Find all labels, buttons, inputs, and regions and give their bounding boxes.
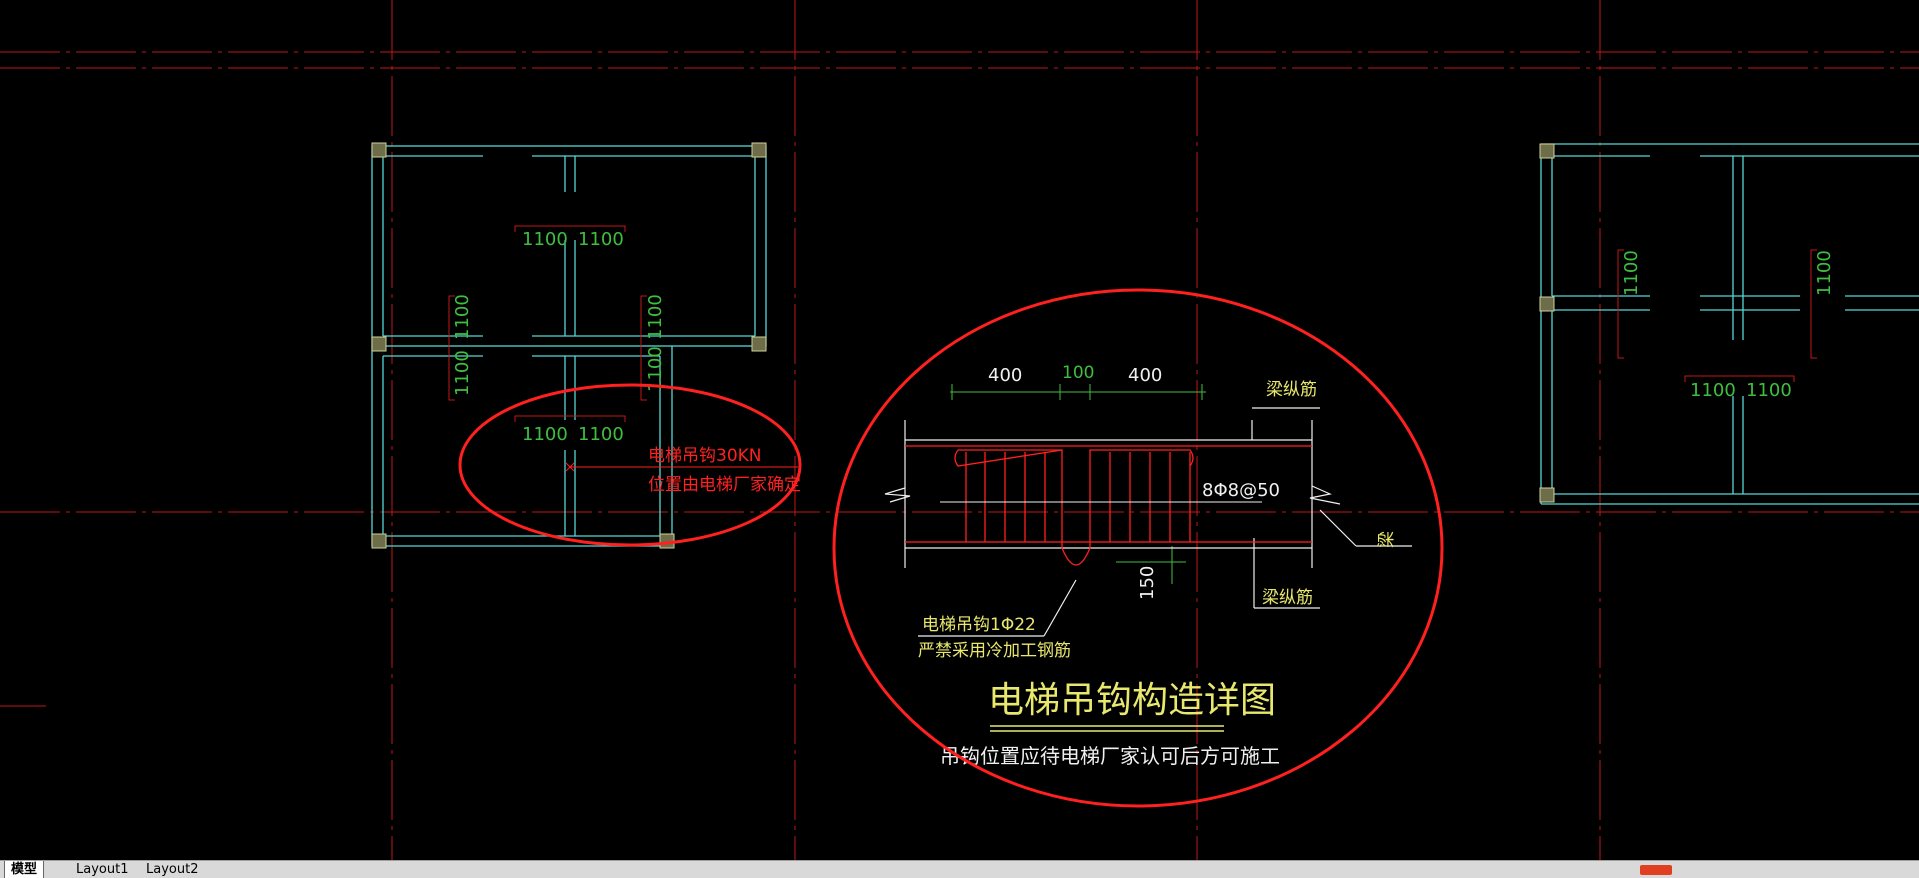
left-top-dim-1: 1100 — [522, 229, 568, 250]
left-side-dim-2: 1100 — [452, 350, 473, 396]
title-underline — [990, 725, 1224, 732]
red-widget-icon — [1640, 865, 1672, 875]
detail-subtitle: 吊钩位置应待电梯厂家认可后方可施工 — [940, 744, 1280, 768]
rebar — [905, 445, 1312, 566]
detail-dimension-line — [950, 384, 1206, 584]
left-top-dim-2: 1100 — [578, 229, 624, 250]
beam-section-outline — [884, 407, 1412, 637]
right-dim-v1: 1100 — [1621, 250, 1642, 296]
right-elevator-plan — [1540, 143, 1919, 505]
axis-grid-lines — [0, 0, 1919, 860]
left-elevator-plan — [371, 145, 767, 547]
hook-leader — [565, 462, 798, 472]
label-hook: 电梯吊钩1Φ22 — [922, 615, 1036, 635]
right-dim-v2: 1100 — [1814, 250, 1835, 296]
detail-title: 电梯吊钩构造详图 — [988, 680, 1276, 721]
tab-model[interactable]: 模型 — [4, 861, 45, 878]
right-dim-h1: 1100 — [1690, 380, 1736, 401]
hook-load-note: 电梯吊钩30KN — [648, 446, 762, 466]
lower-dim-1: 1100 — [522, 424, 568, 445]
right-plan-columns — [1539, 143, 1555, 503]
detail-dim-400-left: 400 — [988, 365, 1022, 386]
detail-dim-400-right: 400 — [1128, 365, 1162, 386]
hook-position-note: 位置由电梯厂家确定 — [648, 475, 801, 495]
left-side-dim-1: 1100 — [452, 294, 473, 340]
label-no-cold-work: 严禁采用冷加工钢筋 — [918, 641, 1071, 661]
label-beam-rebar-top: 梁纵筋 — [1266, 380, 1317, 400]
lower-dim-2: 1100 — [578, 424, 624, 445]
label-stirrup: 8Φ8@50 — [1202, 480, 1280, 501]
detail-dim-150: 150 — [1137, 566, 1158, 600]
tab-layout1[interactable]: Layout1 — [76, 862, 129, 877]
label-beam: 梁 — [1377, 531, 1397, 548]
detail-highlight-ellipse — [832, 288, 1444, 808]
right-dim-h2: 1100 — [1746, 380, 1792, 401]
mid-side-dim-1: 1100 — [645, 294, 666, 340]
left-highlight-ellipse — [458, 383, 802, 547]
layout-tab-bar: 模型 Layout1 Layout2 — [0, 860, 1919, 878]
right-plan-dim-brackets — [1617, 249, 1817, 382]
label-beam-rebar-bottom: 梁纵筋 — [1262, 588, 1313, 608]
left-plan-dim-brackets — [448, 225, 647, 422]
cad-drawing-canvas[interactable]: 1100 1100 1100 1100 1100 1100 1100 1100 … — [0, 0, 1919, 860]
tab-layout2[interactable]: Layout2 — [146, 862, 199, 877]
detail-dim-100: 100 — [1062, 363, 1094, 383]
mid-side-dim-2: 1100 — [645, 346, 666, 392]
